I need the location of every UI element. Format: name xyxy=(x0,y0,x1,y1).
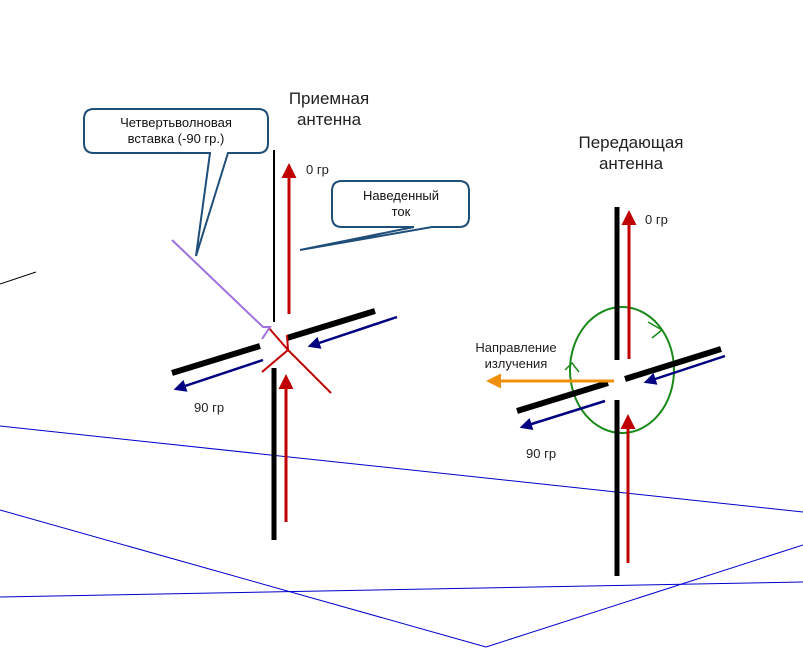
title-line: Приемная xyxy=(288,89,370,108)
callout-quarter-wave xyxy=(83,108,269,257)
transmitting-label-bottom: 90 гр xyxy=(526,446,557,461)
receiving-antenna xyxy=(83,108,470,540)
quarter-wave-insert xyxy=(171,239,272,340)
callout-line: вставка (-90 гр.) xyxy=(127,131,225,146)
right-horizontal-element xyxy=(624,346,722,382)
left-current-arrow xyxy=(519,399,606,430)
callout-line: Четвертьволновая xyxy=(120,115,232,130)
radiation-pattern xyxy=(569,306,675,434)
ground-line xyxy=(485,544,803,648)
right-current-arrow xyxy=(307,315,398,349)
callout-induced-current-text: Наведенный ток xyxy=(334,188,468,220)
title-line: антенна xyxy=(598,154,664,173)
transmitting-label-top: 0 гр xyxy=(645,212,668,227)
left-horizontal-element xyxy=(171,343,261,376)
callout-line: ток xyxy=(391,204,411,219)
ground-plane xyxy=(0,425,803,648)
title-line: Передающая xyxy=(578,133,684,152)
axis-fragment xyxy=(0,271,37,285)
receiving-label-bottom: 90 гр xyxy=(194,400,225,415)
direction-line: излучения xyxy=(484,356,548,371)
ground-line xyxy=(0,581,803,598)
title-line: антенна xyxy=(296,110,362,129)
pattern-arrow-top xyxy=(647,321,664,339)
ground-line xyxy=(0,509,487,648)
direction-line: Направление xyxy=(475,340,557,355)
pattern-arrow-left xyxy=(564,361,580,373)
left-current-arrow xyxy=(173,358,264,392)
callout-quarter-wave-text: Четвертьволновая вставка (-90 гр.) xyxy=(86,115,266,147)
right-current-arrow xyxy=(643,354,726,385)
callout-induced-current xyxy=(299,180,470,251)
receiving-antenna-title: Приемная антенна xyxy=(270,88,388,130)
feed-lines xyxy=(261,326,332,394)
receiving-label-top: 0 гр xyxy=(306,162,329,177)
callout-line: Наведенный xyxy=(362,188,440,203)
right-horizontal-element xyxy=(286,308,376,341)
left-horizontal-element xyxy=(516,380,609,414)
radiation-direction-label: Направление излучения xyxy=(462,340,570,372)
transmitting-antenna xyxy=(486,207,726,576)
ground-line xyxy=(0,425,803,513)
transmitting-antenna-title: Передающая антенна xyxy=(555,132,707,174)
